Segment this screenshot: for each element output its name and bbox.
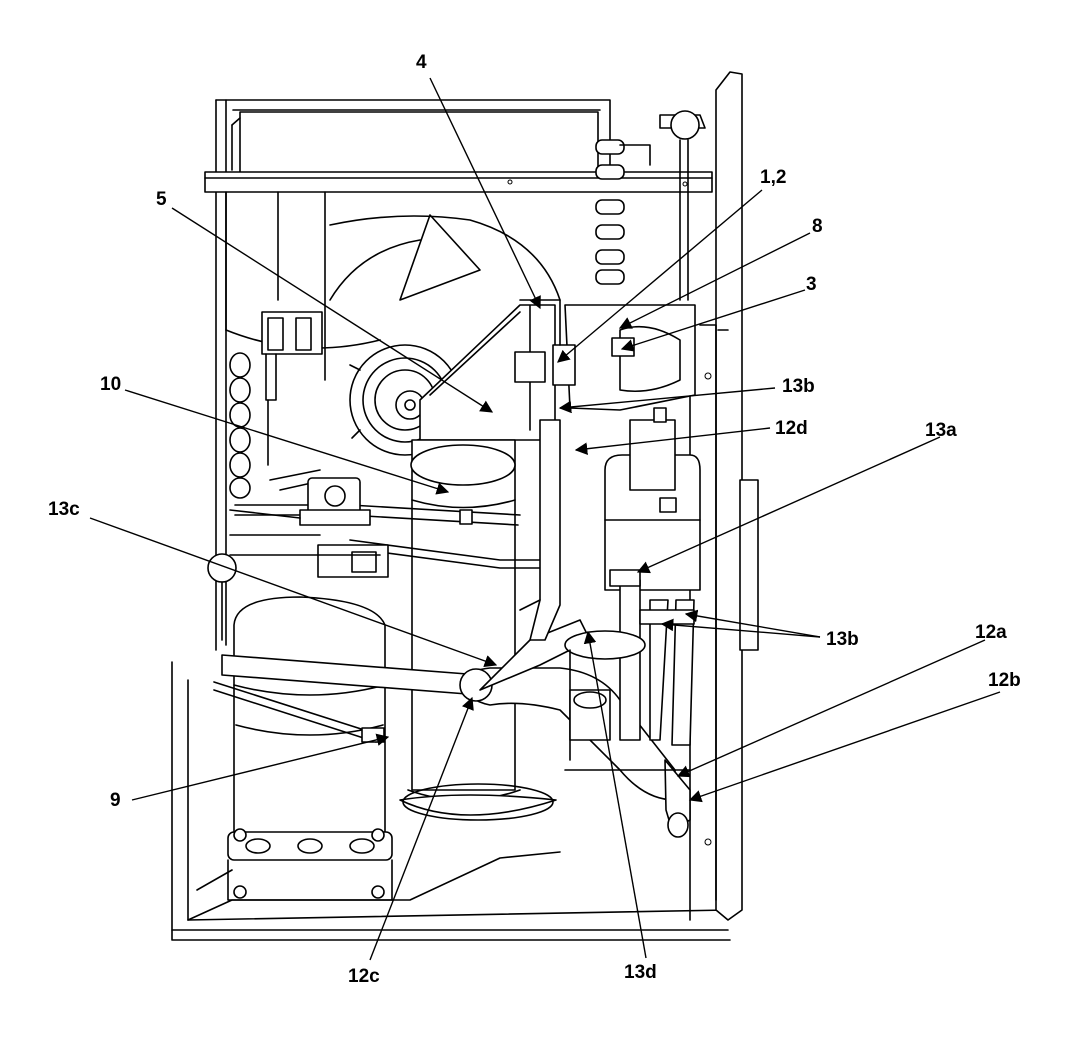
leader-3: [620, 289, 806, 352]
callout-12c: 12c: [348, 966, 380, 987]
pump-motor: [564, 630, 691, 771]
solenoid-valve: [229, 477, 371, 526]
coil-loops-right: [595, 139, 651, 285]
callout-1-2: 1,2: [760, 167, 786, 188]
callout-10: 10: [100, 374, 121, 395]
compressor: [227, 596, 393, 901]
leader-13d: [583, 630, 647, 959]
callout-13b: 13b: [782, 376, 815, 397]
leader-12: [557, 189, 763, 363]
leader-12b: [688, 691, 1001, 803]
top-rail: [204, 171, 713, 193]
callout-13d: 13d: [624, 962, 657, 983]
condenser-block: [231, 111, 599, 176]
callout-12b: 12b: [988, 670, 1021, 691]
bracket-left: [229, 534, 389, 578]
leader-4: [429, 77, 541, 310]
leader-13b2b: [660, 618, 821, 638]
hose-12c: [459, 619, 676, 801]
leader-12d: [574, 427, 771, 455]
leader-8: [618, 232, 811, 329]
pressure-switch-top: [659, 110, 706, 301]
callout-4: 4: [416, 52, 427, 73]
leader-13c: [89, 517, 498, 668]
callout-12d: 12d: [775, 418, 808, 439]
callout-3: 3: [806, 274, 817, 295]
callout-13c: 13c: [48, 499, 80, 520]
callout-13b-2: 13b: [826, 629, 859, 650]
unit-drawing: [171, 71, 759, 941]
leader-13b: [558, 387, 776, 414]
leader-10: [124, 389, 450, 495]
reservoir: [604, 407, 701, 591]
callout-9: 9: [110, 790, 121, 811]
leader-9: [131, 733, 390, 801]
callout-labels: 4 1,2 5 8 3 13b 10 12d 13a 13c 13b 12a 1…: [48, 52, 1021, 987]
leader-5: [171, 207, 494, 413]
callout-12a: 12a: [975, 622, 1007, 643]
callout-13a: 13a: [925, 420, 957, 441]
coil-loops-left: [229, 352, 251, 499]
base-plate: [171, 661, 731, 941]
right-frame: [689, 71, 759, 921]
pump-tubes: [609, 569, 695, 838]
switch-box: [261, 311, 323, 466]
leader-lines: [89, 77, 1001, 961]
leader-13a: [636, 436, 941, 574]
leader-12a: [676, 639, 986, 778]
leader-12c: [369, 696, 474, 961]
callout-5: 5: [156, 189, 167, 210]
leader-13b2a: [684, 609, 821, 638]
callout-8: 8: [812, 216, 823, 237]
drain-pipe: [519, 419, 561, 641]
fan-blade: [329, 214, 561, 301]
